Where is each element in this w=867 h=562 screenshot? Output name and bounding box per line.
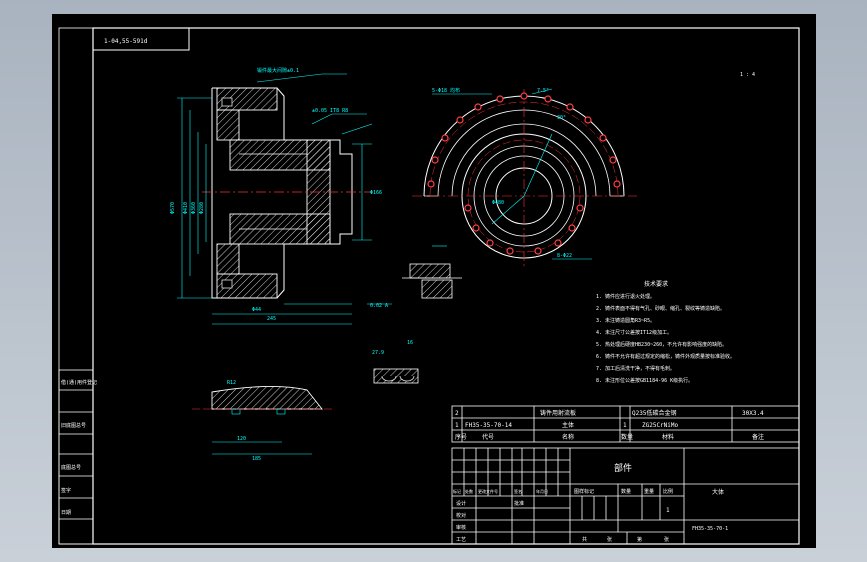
tech-req-8: 8. 未注形位公差按GB1184-96 K级执行。 xyxy=(596,377,693,384)
svg-text:Φ280: Φ280 xyxy=(199,202,205,214)
header-seq: 序号 xyxy=(455,433,467,441)
row2-seq: 2 xyxy=(455,410,459,417)
cad-viewport[interactable]: 1-04,55-591d 1 : 4 借(通)用件登记 旧底图总号 底图总号 签… xyxy=(52,14,816,548)
svg-text:Φ410: Φ410 xyxy=(183,202,189,214)
sheet-label-0: 共 xyxy=(582,536,587,543)
row2-size: 30X3.4 xyxy=(742,410,764,417)
row2-material: Q235低碳合金钢 xyxy=(632,409,676,417)
scale-note: 1 : 4 xyxy=(740,72,755,78)
sign-label-2: 更改文件号 xyxy=(478,488,498,494)
svg-text:120: 120 xyxy=(237,436,246,442)
row2-name: 铸件用射流板 xyxy=(540,409,576,417)
main-section-view: Φ570 Φ410 Φ360 Φ280 245 Φ44 Φ166 锻件最大间隙±… xyxy=(170,67,392,325)
sheet-label-2: 第 xyxy=(637,536,642,543)
row1-qty: 1 xyxy=(623,422,627,429)
row1-name: 主体 xyxy=(562,421,574,429)
doc-label-1: 数量 xyxy=(621,488,631,495)
svg-text:7.5°: 7.5° xyxy=(537,88,549,94)
tech-req-1: 1. 铸件应进行退火处理。 xyxy=(596,293,655,300)
svg-text:30°: 30° xyxy=(557,115,566,121)
drawing-sheet: 1-04,55-591d 1 : 4 借(通)用件登记 旧底图总号 底图总号 签… xyxy=(58,27,800,545)
svg-text:锻件最大间隙±0.1: 锻件最大间隙±0.1 xyxy=(257,67,299,74)
technical-requirements: 技术要求 1. 铸件应进行退火处理。 2. 铸件表面不得有气孔、砂眼、缩孔、裂纹… xyxy=(596,280,735,384)
svg-text:27.9: 27.9 xyxy=(372,350,384,356)
role-label-0: 设计 xyxy=(456,500,466,507)
tech-req-5: 5. 热处理后硬度HB230~260，不允许有影响强度的缺陷。 xyxy=(596,341,727,348)
title-company: 大体 xyxy=(712,488,724,496)
header-name: 名称 xyxy=(562,433,574,441)
svg-text:0.02 A: 0.02 A xyxy=(370,303,388,309)
row1-seq: 1 xyxy=(455,422,459,429)
flange-half-view: 5-Φ18 均布 7.5° 30° Φ480 8-Φ22 xyxy=(412,87,637,269)
svg-text:5-Φ18 均布: 5-Φ18 均布 xyxy=(432,87,460,94)
svg-text:16: 16 xyxy=(407,340,413,346)
sign-label-0: 标记 xyxy=(453,488,461,494)
tech-req-2: 2. 铸件表面不得有气孔、砂眼、缩孔、裂纹等铸造缺陷。 xyxy=(596,305,725,312)
row1-material: ZG25CrNiMo xyxy=(642,422,679,429)
tech-req-4: 4. 未注尺寸公差按IT12级加工。 xyxy=(596,329,672,336)
tech-req-title: 技术要求 xyxy=(644,280,668,288)
margin-label-2: 底图总号 xyxy=(61,464,81,471)
svg-text:R12: R12 xyxy=(227,380,236,386)
role-label-3: 工艺 xyxy=(456,537,466,543)
role-label-2: 审核 xyxy=(456,524,466,531)
margin-label-4: 日期 xyxy=(61,510,71,516)
title-part-name: 部件 xyxy=(614,462,632,474)
row1-code: FH35-35-70-14 xyxy=(465,422,512,429)
margin-label-3: 签字 xyxy=(61,487,71,494)
sheet-label-3: 张 xyxy=(664,536,669,543)
title-drawing-no: FH35-35-70-1 xyxy=(692,526,728,532)
svg-text:8-Φ22: 8-Φ22 xyxy=(557,253,572,259)
role-label-1: 校对 xyxy=(456,512,466,519)
header-note: 备注 xyxy=(752,433,764,441)
scale-value: 1 xyxy=(666,507,670,514)
svg-text:245: 245 xyxy=(267,316,276,322)
svg-text:Φ570: Φ570 xyxy=(170,202,176,214)
detail-view-seal: 27.9 16 xyxy=(372,340,419,384)
sheet-label-1: 张 xyxy=(607,536,612,543)
header-code: 代号 xyxy=(482,433,494,441)
svg-text:Φ480: Φ480 xyxy=(492,200,504,206)
header-material: 材料 xyxy=(662,433,674,441)
svg-text:±0.05 IT8 R8: ±0.05 IT8 R8 xyxy=(312,108,348,114)
header-qty: 数量 xyxy=(621,433,633,441)
tech-req-3: 3. 未注铸造圆角R3~R5。 xyxy=(596,317,655,324)
svg-text:Φ360: Φ360 xyxy=(191,202,197,214)
svg-text:Φ166: Φ166 xyxy=(370,190,382,196)
left-margin-table: 借(通)用件登记 旧底图总号 底图总号 签字 日期 xyxy=(58,369,97,545)
sign-label-3: 签名 xyxy=(514,488,522,494)
doc-label-0: 图样标记 xyxy=(574,488,594,495)
detail-view-groove xyxy=(402,263,462,299)
parts-list xyxy=(451,405,800,443)
margin-label-0: 借(通)用件登记 xyxy=(61,379,97,386)
sign-label-1: 处数 xyxy=(465,488,473,494)
sign-label-4: 年月日 xyxy=(536,488,548,494)
doc-label-2: 重量 xyxy=(644,488,654,495)
inner-border xyxy=(92,27,800,545)
svg-text:185: 185 xyxy=(252,456,261,462)
role-label-4: 批准 xyxy=(514,500,524,507)
drawing-code-box xyxy=(92,27,190,51)
margin-label-1: 旧底图总号 xyxy=(61,422,86,429)
drawing-code-text: 1-04,55-591d xyxy=(104,38,148,45)
title-block xyxy=(451,447,800,545)
tech-req-7: 7. 加工后清洗干净，不得有毛刺。 xyxy=(596,365,675,372)
tech-req-6: 6. 铸件不允许有超过规定的缩松，铸件外观质量按标准验收。 xyxy=(596,353,735,360)
segment-section-view: 185 120 R12 xyxy=(192,380,332,462)
doc-label-3: 比例 xyxy=(663,488,673,495)
svg-text:Φ44: Φ44 xyxy=(252,307,261,313)
